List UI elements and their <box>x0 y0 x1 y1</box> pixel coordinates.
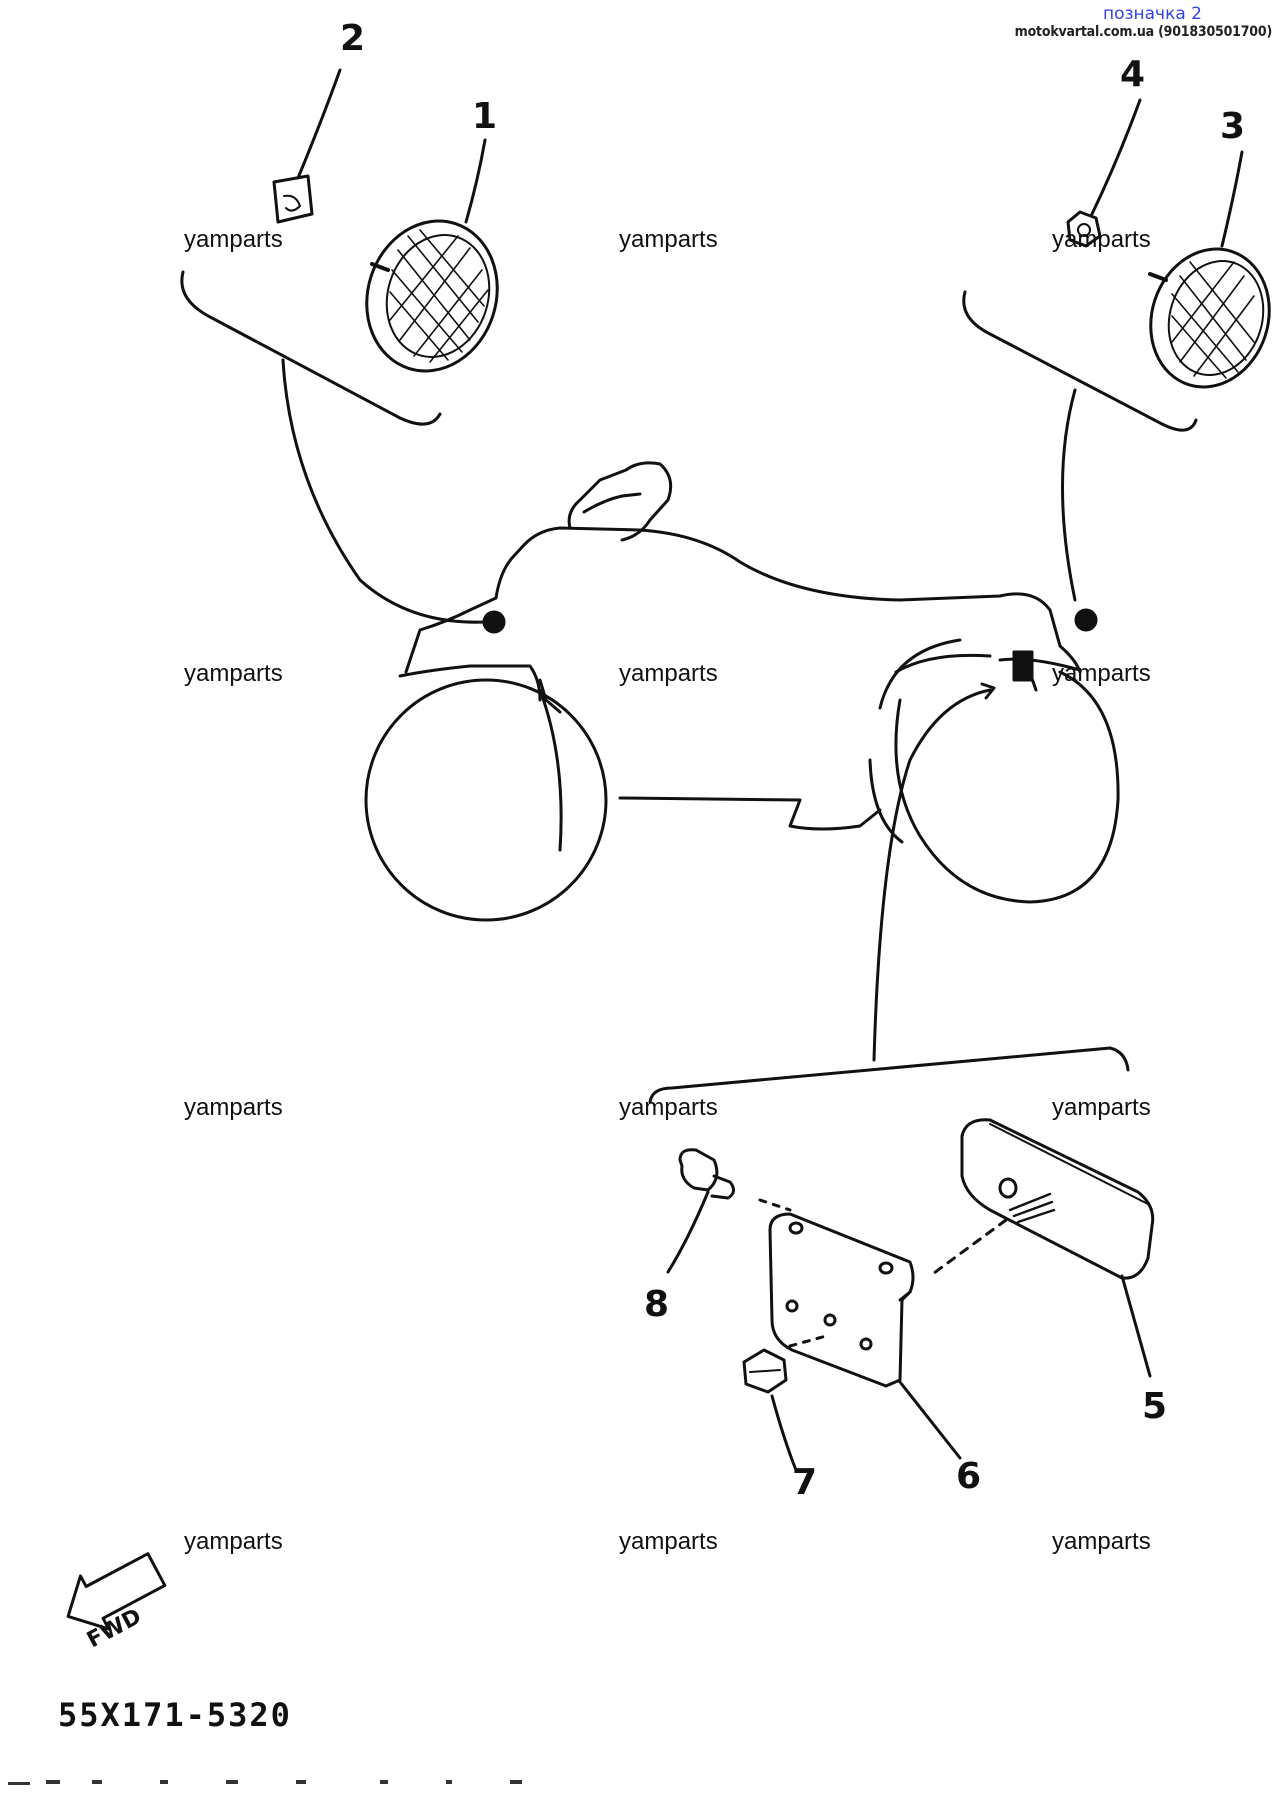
group-bracket-rear <box>962 290 1198 432</box>
watermark: yamparts <box>1052 1094 1151 1121</box>
mount-point-bottom <box>1012 650 1034 682</box>
scan-artifacts <box>8 1780 522 1785</box>
watermark: yamparts <box>619 1094 718 1121</box>
nut-7 <box>742 1334 828 1394</box>
source-caption: motokvartal.com.ua (901830501700) <box>1014 24 1273 40</box>
callout-7: 7 <box>792 1462 818 1503</box>
watermark: yamparts <box>184 226 283 253</box>
callout-1: 1 <box>472 96 498 137</box>
watermark: yamparts <box>184 1094 283 1121</box>
mount-point-front <box>482 610 506 634</box>
watermark: yamparts <box>619 660 718 687</box>
leader-rear-reflector <box>1061 388 1077 602</box>
watermark: yamparts <box>184 1528 283 1555</box>
watermark: yamparts <box>1052 660 1151 687</box>
callout-8: 8 <box>644 1284 670 1325</box>
rear-wheel <box>894 670 1120 904</box>
reflector-rear <box>1148 247 1271 389</box>
body-top <box>404 526 1082 674</box>
nut-4 <box>1066 210 1102 248</box>
leader-front-reflector <box>281 358 487 624</box>
handlebar <box>567 461 673 542</box>
watermark: yamparts <box>619 1528 718 1555</box>
group-bracket-lower <box>648 1046 1130 1104</box>
front-wheel <box>364 678 608 922</box>
leader-rear-bracket <box>872 688 992 1062</box>
reflector-front <box>365 219 499 373</box>
callout-3: 3 <box>1220 106 1246 147</box>
part-number: 55X171-5320 <box>58 1696 292 1734</box>
callout-5: 5 <box>1142 1386 1168 1427</box>
group-bracket-front <box>180 270 442 426</box>
callout-6: 6 <box>956 1456 982 1497</box>
bolt-8 <box>678 1148 792 1212</box>
bracket-plate-6 <box>768 1212 915 1388</box>
clip-2 <box>272 174 314 224</box>
watermark: yamparts <box>1052 226 1151 253</box>
atv-outline <box>364 461 1120 922</box>
callout-4: 4 <box>1120 54 1146 95</box>
watermark: yamparts <box>619 226 718 253</box>
diagram-label: позначка 2 <box>1102 4 1202 24</box>
watermark: yamparts <box>1052 1528 1151 1555</box>
fwd-arrow <box>66 1552 167 1631</box>
mount-point-rear <box>1074 608 1098 632</box>
watermark: yamparts <box>184 660 283 687</box>
callout-2: 2 <box>340 18 366 59</box>
reflector-rectangular-5 <box>928 1118 1155 1280</box>
